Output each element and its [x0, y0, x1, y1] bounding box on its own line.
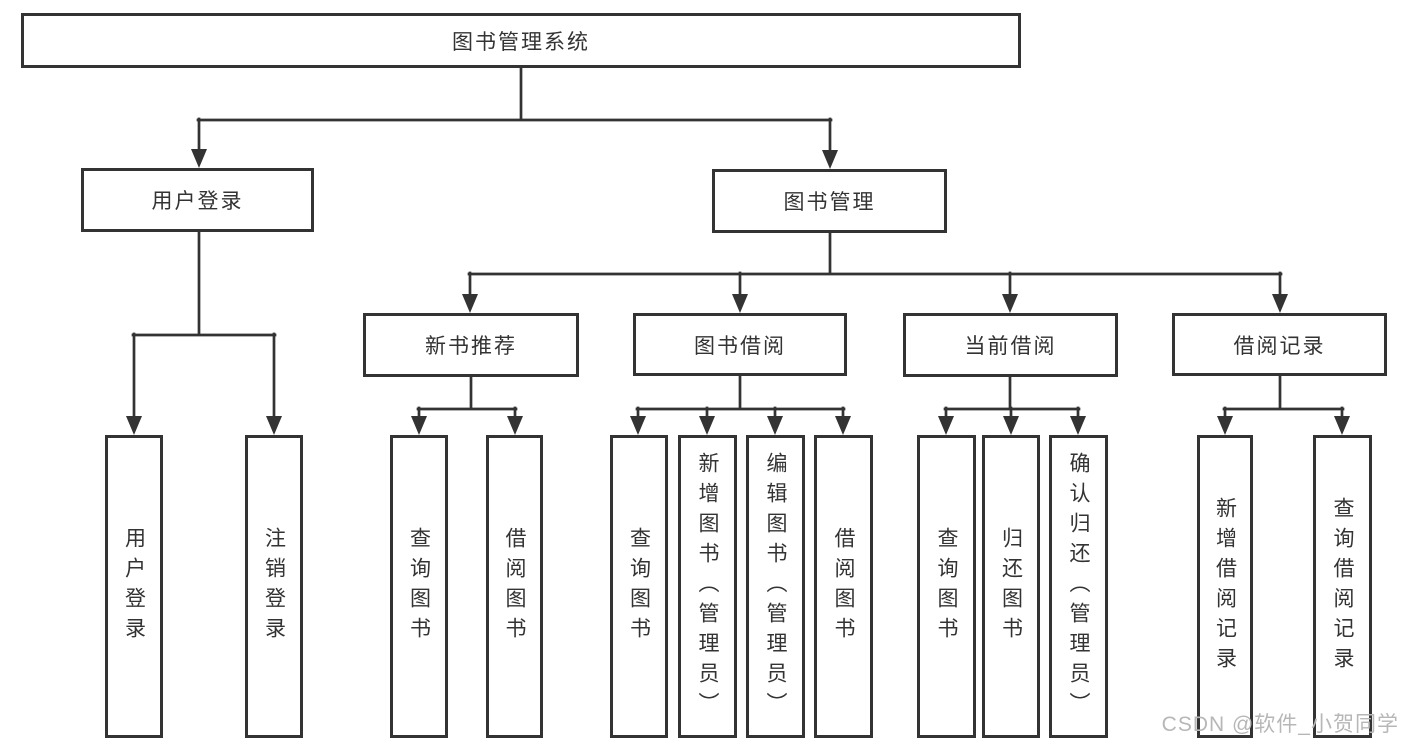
- leaf-label: 注销登录: [262, 526, 286, 647]
- node-book-borrowing: 图书借阅: [633, 313, 847, 376]
- leaf-label: 编辑图书（管理员）: [764, 451, 787, 722]
- arrowheads: [126, 149, 1350, 435]
- leaf-label: 查询借阅记录: [1331, 496, 1354, 677]
- leaf-query-borrow-record: 查询借阅记录: [1313, 435, 1372, 738]
- leaf-borrow-books: 借阅图书: [814, 435, 873, 738]
- leaf-add-borrow-record: 新增借阅记录: [1197, 435, 1253, 738]
- leaf-label: 查询图书: [407, 526, 431, 647]
- node-current-borrowing: 当前借阅: [903, 313, 1118, 377]
- leaf-label: 新增借阅记录: [1213, 496, 1237, 677]
- leaf-label: 查询图书: [935, 526, 958, 647]
- node-user-login: 用户登录: [81, 168, 314, 232]
- leaf-return-books: 归还图书: [982, 435, 1040, 738]
- node-new-book-recommend: 新书推荐: [363, 313, 579, 377]
- leaf-confirm-return-admin: 确认归还（管理员）: [1049, 435, 1108, 738]
- leaf-query-books-recommend: 查询图书: [390, 435, 448, 738]
- node-borrowing-records: 借阅记录: [1172, 313, 1387, 376]
- leaf-label: 用户登录: [122, 526, 146, 647]
- leaf-label: 借阅图书: [832, 526, 855, 647]
- csdn-watermark: CSDN @软件_小贺同学: [1161, 713, 1399, 736]
- leaf-query-books-borrowing: 查询图书: [610, 435, 668, 738]
- node-book-management: 图书管理: [712, 169, 947, 233]
- leaf-label: 查询图书: [627, 526, 651, 647]
- leaf-add-books-admin: 新增图书（管理员）: [678, 435, 737, 738]
- leaf-label: 新增图书（管理员）: [696, 451, 719, 722]
- leaf-logout: 注销登录: [245, 435, 303, 738]
- leaf-label: 确认归还（管理员）: [1067, 451, 1090, 722]
- leaf-user-login: 用户登录: [105, 435, 163, 738]
- leaf-query-books-current: 查询图书: [917, 435, 976, 738]
- node-library-management-system: 图书管理系统: [21, 13, 1021, 68]
- leaf-borrow-books-recommend: 借阅图书: [486, 435, 543, 738]
- leaf-label: 归还图书: [999, 526, 1023, 647]
- leaf-label: 借阅图书: [503, 526, 526, 647]
- leaf-edit-books-admin: 编辑图书（管理员）: [746, 435, 805, 738]
